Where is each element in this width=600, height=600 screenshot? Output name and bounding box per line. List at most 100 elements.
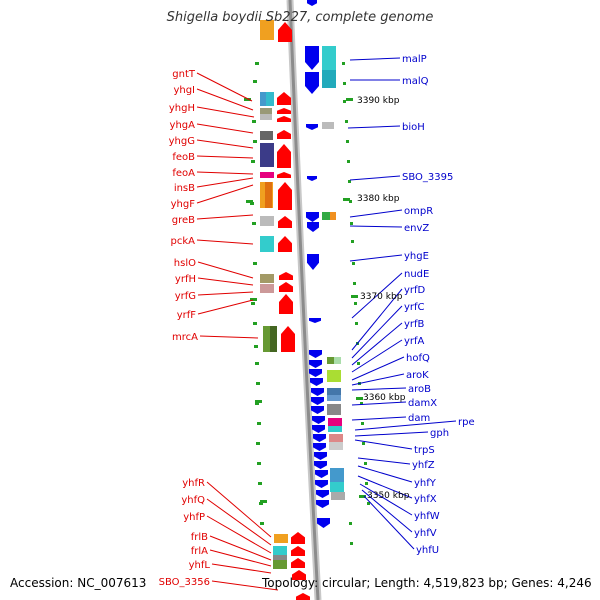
- gene-block: [334, 357, 341, 364]
- gene-labels: gntTyhgIyhgHyhgAyhgGfeoBfeoAinsByhgFgreB…: [159, 54, 475, 588]
- forward-gene-arrow: [315, 480, 328, 488]
- gene-block: [330, 212, 336, 220]
- forward-gene-arrow: [305, 72, 319, 94]
- scale-label: 3370 kbp: [360, 292, 403, 302]
- leader-line: [211, 580, 279, 591]
- tick-mark: [256, 442, 260, 445]
- scale-tick: [351, 295, 358, 298]
- gene-label-right: ompR: [404, 206, 433, 217]
- leader-line: [363, 495, 415, 550]
- gene-block: [330, 482, 344, 492]
- gene-block: [266, 92, 274, 106]
- leader-line: [357, 457, 411, 465]
- reverse-gene-arrow: [281, 326, 295, 352]
- gene-label-right: malP: [402, 54, 427, 65]
- reverse-gene-arrow: [296, 593, 310, 600]
- forward-gene-arrow: [314, 452, 327, 460]
- tick-mark: [260, 522, 264, 525]
- gene-label-left: yrfG: [175, 291, 196, 302]
- forward-gene-arrow: [307, 176, 317, 181]
- tick-mark: [259, 502, 263, 505]
- forward-gene-arrow: [306, 124, 318, 130]
- gene-block: [273, 560, 287, 569]
- tick-mark: [253, 80, 257, 83]
- leader-line: [196, 184, 254, 204]
- forward-gene-arrow: [316, 490, 329, 498]
- gene-label-left: pckA: [171, 236, 196, 247]
- gene-label-left: greB: [172, 215, 195, 226]
- leader-line: [359, 483, 413, 516]
- gene-label-right: yhfV: [414, 528, 437, 539]
- gene-label-right: SBO_3395: [402, 172, 453, 183]
- leader-line: [197, 277, 254, 286]
- leader-line: [347, 125, 401, 129]
- scale-tick: [359, 495, 366, 498]
- gene-block: [260, 172, 274, 178]
- tick-mark: [365, 482, 368, 485]
- gene-block: [273, 555, 287, 561]
- gene-block: [260, 284, 274, 293]
- tick-mark: [257, 422, 261, 425]
- gene-label-right: gph: [430, 428, 449, 439]
- leader-line: [354, 431, 429, 437]
- forward-gene-arrow: [309, 350, 322, 358]
- scale-tick: [246, 200, 253, 203]
- leader-line: [351, 322, 403, 366]
- tick-mark: [348, 180, 351, 183]
- leader-line: [196, 155, 254, 159]
- scale-label: 3390 kbp: [357, 96, 400, 106]
- gene-label-left: feoB: [172, 152, 195, 163]
- leader-line: [196, 214, 254, 220]
- gene-label-left: hslO: [174, 258, 196, 269]
- scale-tick: [244, 98, 251, 101]
- tick-mark: [253, 262, 257, 265]
- reverse-gene-arrow: [291, 546, 305, 556]
- leader-line: [209, 535, 272, 561]
- leader-line: [354, 420, 457, 431]
- gene-label-left: gntT: [172, 69, 196, 80]
- gene-block: [260, 274, 274, 283]
- leader-line: [197, 291, 254, 296]
- forward-gene-arrow: [314, 461, 327, 469]
- forward-gene-arrow: [307, 254, 319, 270]
- tick-mark: [253, 322, 257, 325]
- gene-block: [273, 546, 287, 555]
- reverse-gene-arrow: [279, 272, 293, 280]
- reverse-gene-arrow: [278, 22, 292, 42]
- scale-label: 3380 kbp: [357, 194, 400, 204]
- leader-line: [196, 139, 254, 149]
- leader-line: [199, 335, 259, 339]
- tick-mark: [361, 422, 364, 425]
- leader-line: [206, 481, 272, 538]
- gene-label-right: damX: [408, 398, 437, 409]
- forward-gene-arrow: [307, 222, 319, 232]
- gene-label-left: mrcA: [172, 332, 198, 343]
- leader-line: [351, 305, 403, 359]
- leader-line: [351, 288, 403, 351]
- gene-label-right: envZ: [404, 223, 429, 234]
- backbone-line: [288, 0, 320, 600]
- reverse-gene-arrow: [278, 182, 292, 210]
- leader-line: [209, 549, 272, 567]
- genome-summary: Topology: circular; Length: 4,519,823 bp…: [262, 576, 592, 590]
- gene-block: [327, 370, 341, 382]
- leader-line: [349, 225, 403, 228]
- leader-line: [211, 563, 272, 574]
- gene-block: [322, 46, 336, 70]
- tick-mark: [258, 482, 262, 485]
- gene-label-left: yhgH: [169, 103, 195, 114]
- gene-label-left: yhfL: [189, 560, 211, 571]
- reverse-gene-arrow: [277, 92, 291, 105]
- scale-tick: [356, 397, 363, 400]
- gene-label-right: yhfW: [414, 511, 440, 522]
- gene-block: [265, 182, 272, 208]
- forward-gene-arrow: [313, 434, 326, 442]
- gene-arrows: [277, 0, 330, 600]
- forward-gene-arrow: [317, 518, 330, 528]
- leader-line: [206, 515, 272, 554]
- gene-label-right: yrfD: [404, 285, 426, 296]
- leader-line: [196, 123, 254, 134]
- tick-mark: [252, 120, 256, 123]
- gene-block: [327, 388, 341, 395]
